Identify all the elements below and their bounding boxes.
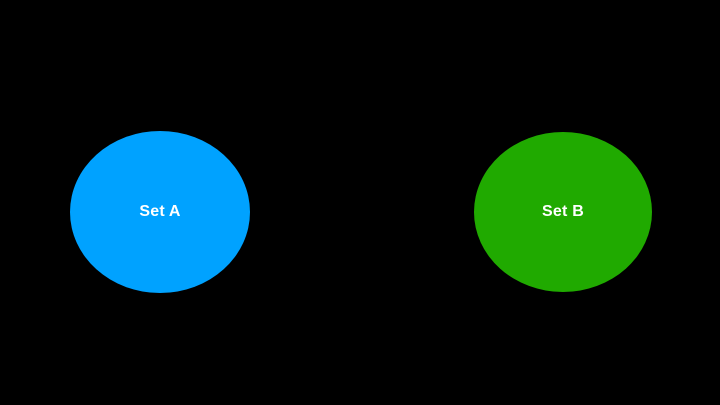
set-a-circle[interactable]: Set A <box>70 131 250 293</box>
set-b-label: Set B <box>542 203 584 220</box>
set-b-circle[interactable]: Set B <box>474 132 652 292</box>
set-a-label: Set A <box>139 203 181 220</box>
